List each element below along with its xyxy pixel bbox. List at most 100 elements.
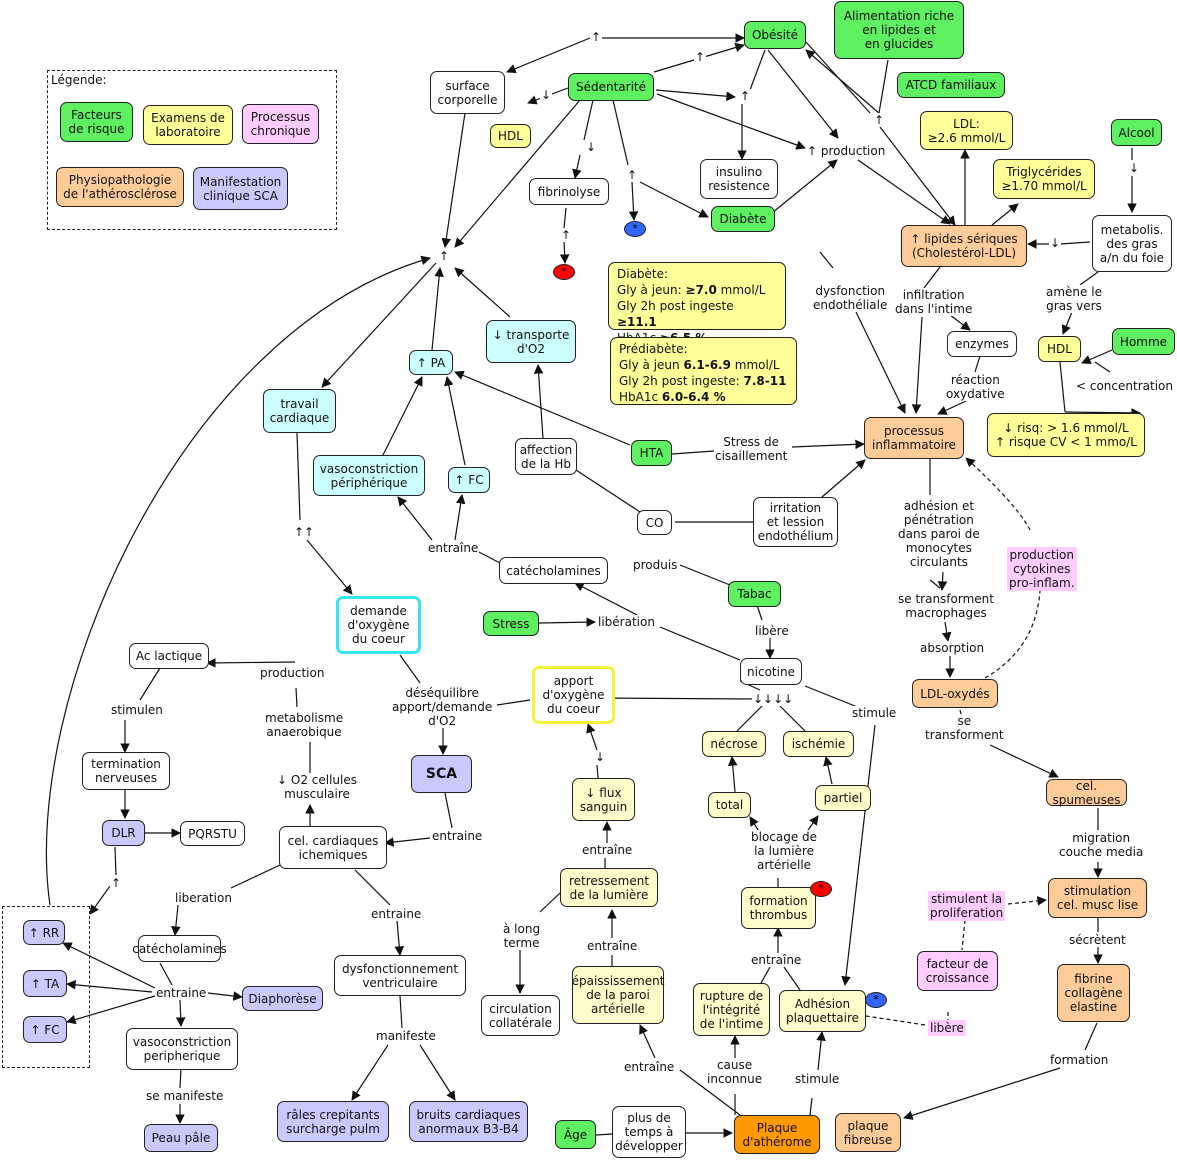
node-rales-crepitants[interactable]: râles crepitants surcharge pulm	[277, 1101, 389, 1142]
node-processus-inflammatoire[interactable]: processus inflammatoire	[864, 417, 964, 459]
node-total[interactable]: total	[708, 792, 751, 818]
node-ac-lactique[interactable]: Ac lactique	[129, 643, 209, 669]
info-prediabete-line2: Gly 2h post ingeste: 7.8-11	[619, 374, 787, 388]
node-cel-spumeuses[interactable]: cel. spumeuses	[1046, 779, 1127, 807]
label-entraine-sca: entraine	[431, 829, 484, 843]
label-entraine-dysfonction: entraine	[370, 907, 423, 921]
node-rupture-intime[interactable]: rupture de l'intégrité de l'intime	[693, 983, 770, 1036]
node-apport-oxygene[interactable]: apport d'oxygène du coeur	[532, 666, 615, 724]
label-reaction-oxydative: réaction oxydative	[945, 373, 1006, 401]
label-libere-facteur: libère	[928, 1020, 966, 1036]
node-hdl-top[interactable]: HDL	[490, 124, 531, 148]
label-liberation-catecho: liberation	[174, 891, 233, 905]
label-entraine-thrombus: entraîne	[750, 953, 803, 967]
node-dlr[interactable]: DLR	[102, 820, 145, 846]
node-hta[interactable]: HTA	[631, 440, 672, 466]
label-up-dlr: ↑	[110, 876, 123, 890]
node-metabolis-foie[interactable]: metabolis. des gras a/n du foie	[1092, 215, 1172, 272]
node-dysfonctionnement-ventriculaire[interactable]: dysfonctionnement ventriculaire	[334, 955, 466, 996]
node-circulation-collaterale[interactable]: circulation collatérale	[481, 995, 560, 1036]
node-cel-ischemiques[interactable]: cel. cardiaques ichemiques	[279, 826, 387, 869]
node-flux-sanguin[interactable]: ↓ flux sanguin	[572, 778, 635, 821]
label-libere: libère	[754, 624, 790, 638]
node-epaississement-paroi[interactable]: épaississement de la paroi artérielle	[572, 966, 664, 1024]
node-alcool[interactable]: Alcool	[1111, 119, 1162, 146]
node-bruits-cardiaques[interactable]: bruits cardiaques anormaux B3-B4	[409, 1101, 528, 1142]
node-fibrine-collagene[interactable]: fibrine collagène elastine	[1057, 964, 1130, 1022]
node-fc[interactable]: ↑ FC	[448, 467, 490, 493]
label-up-obesite: ↑	[590, 30, 603, 44]
node-facteur-croissance[interactable]: facteur de croissance	[917, 951, 998, 991]
node-pa[interactable]: ↑ PA	[409, 350, 453, 375]
label-a-long-terme: à long terme	[502, 922, 542, 950]
node-peau-pale[interactable]: Peau pâle	[144, 1124, 218, 1152]
label-entraine-catecho: entraîne	[427, 541, 480, 555]
node-insulino-resistence[interactable]: insulino resistence	[700, 159, 778, 199]
node-enzymes[interactable]: enzymes	[947, 331, 1017, 357]
node-stimulation-musc-lise[interactable]: stimulation cel. musc lise	[1048, 878, 1147, 918]
node-ldl-oxydes[interactable]: LDL-oxydés	[912, 679, 998, 708]
label-stimulen: stimulen	[110, 703, 164, 717]
label-entraine-retressement: entraîne	[581, 843, 634, 857]
node-alimentation[interactable]: Alimentation riche en lipides et en gluc…	[834, 1, 964, 59]
node-catecholamines-bottom[interactable]: catécholamines	[132, 935, 227, 962]
node-travail-cardiaque[interactable]: travail cardiaque	[263, 389, 336, 433]
node-homme[interactable]: Homme	[1112, 328, 1175, 355]
node-retressement-lumiere[interactable]: retressement de la lumière	[560, 868, 658, 907]
node-ldl-lab[interactable]: LDL: ≥2.6 mmol/L	[920, 111, 1013, 150]
node-fibrinolyse[interactable]: fibrinolyse	[529, 178, 609, 205]
node-sca[interactable]: SCA	[411, 755, 472, 793]
label-desequilibre: déséquilibre apport/demande d'O2	[391, 686, 494, 728]
label-down-fibrinolyse: ↓	[585, 140, 598, 154]
node-plus-de-temps[interactable]: plus de temps à développer	[612, 1106, 686, 1158]
node-plaque-fibreuse[interactable]: plaque fibreuse	[835, 1113, 901, 1152]
label-stress-cisaillement: Stress de cisaillement	[714, 435, 789, 463]
node-diabete[interactable]: Diabète	[711, 206, 775, 232]
node-partiel[interactable]: partiel	[815, 785, 871, 811]
node-plaque-atherome[interactable]: Plaque d'athérome	[734, 1115, 820, 1154]
node-triglycerides[interactable]: Triglycérides ≥1.70 mmol/L	[993, 159, 1095, 199]
node-necrose[interactable]: nécrose	[702, 731, 766, 757]
node-irritation-endothelium[interactable]: irritation et lession endothélium	[753, 497, 838, 547]
node-affection-hb[interactable]: affection de la Hb	[515, 438, 577, 475]
node-demande-oxygene[interactable]: demande d'oxygène du coeur	[336, 596, 421, 654]
node-vasoconstriction-peripherique[interactable]: vasoconstriction périphérique	[313, 455, 425, 496]
node-co[interactable]: CO	[637, 510, 672, 535]
node-ta[interactable]: ↑ TA	[23, 970, 67, 997]
node-atcd-familiaux[interactable]: ATCD familiaux	[897, 72, 1005, 98]
info-prediabete-line1: Gly à jeun 6.1-6.9 mmol/L	[619, 358, 780, 372]
node-diaphorese[interactable]: Diaphorèse	[242, 986, 323, 1011]
label-down-alcool: ↓	[1128, 161, 1141, 175]
node-obesite[interactable]: Obésité	[744, 21, 806, 49]
label-down-metabolis: ↓	[1049, 236, 1062, 250]
node-tabac[interactable]: Tabac	[728, 581, 781, 607]
node-vasoconstriction-bottom[interactable]: vasoconstriction peripherique	[126, 1028, 238, 1070]
node-stress[interactable]: Stress	[483, 611, 539, 636]
label-production: ↑ production	[806, 144, 887, 158]
node-fc-bottom[interactable]: ↑ FC	[23, 1016, 67, 1043]
node-pqrstu[interactable]: PQRSTU	[180, 821, 245, 846]
node-nicotine[interactable]: nicotine	[740, 658, 802, 685]
info-prediabete-title: Prédiabète:	[619, 342, 688, 356]
node-catecholamines-top[interactable]: catécholamines	[499, 557, 608, 584]
node-risque-hdl[interactable]: ↓ risq: > 1.6 mmol/L ↑ risque CV < 1 mmo…	[987, 413, 1145, 457]
node-formation-thrombus[interactable]: formation thrombus	[741, 887, 816, 929]
node-age[interactable]: Âge	[555, 1120, 596, 1149]
label-stimule-nicotine: stimule	[851, 706, 898, 720]
node-transporte-o2[interactable]: ↓ transporte d'O2	[486, 320, 576, 363]
node-hdl-right[interactable]: HDL	[1038, 336, 1081, 362]
label-up-fibrinolyse: ↑	[560, 228, 573, 242]
label-blocage-lumiere: blocage de la lumière artérielle	[750, 830, 819, 872]
label-se-transforment: se transforment	[924, 714, 1005, 742]
node-termination-nerveuses[interactable]: termination nerveuses	[82, 752, 170, 790]
node-surface-corporelle[interactable]: surface corporelle	[430, 71, 505, 114]
label-up-sed-obesite: ↑	[694, 50, 707, 64]
node-sedentarite[interactable]: Sédentarité	[568, 73, 654, 101]
node-lipides-seriques[interactable]: ↑ lipides sériques (Cholestérol-LDL)	[901, 225, 1027, 267]
label-down-hdl: ↓	[540, 88, 553, 102]
legend-box	[47, 70, 337, 230]
label-down-flux: ↓	[594, 750, 607, 764]
node-adhesion-plaquettaire[interactable]: Adhésion plaquettaire	[779, 990, 866, 1032]
node-rr[interactable]: ↑ RR	[23, 920, 65, 945]
node-ischemie[interactable]: ischémie	[783, 731, 854, 757]
